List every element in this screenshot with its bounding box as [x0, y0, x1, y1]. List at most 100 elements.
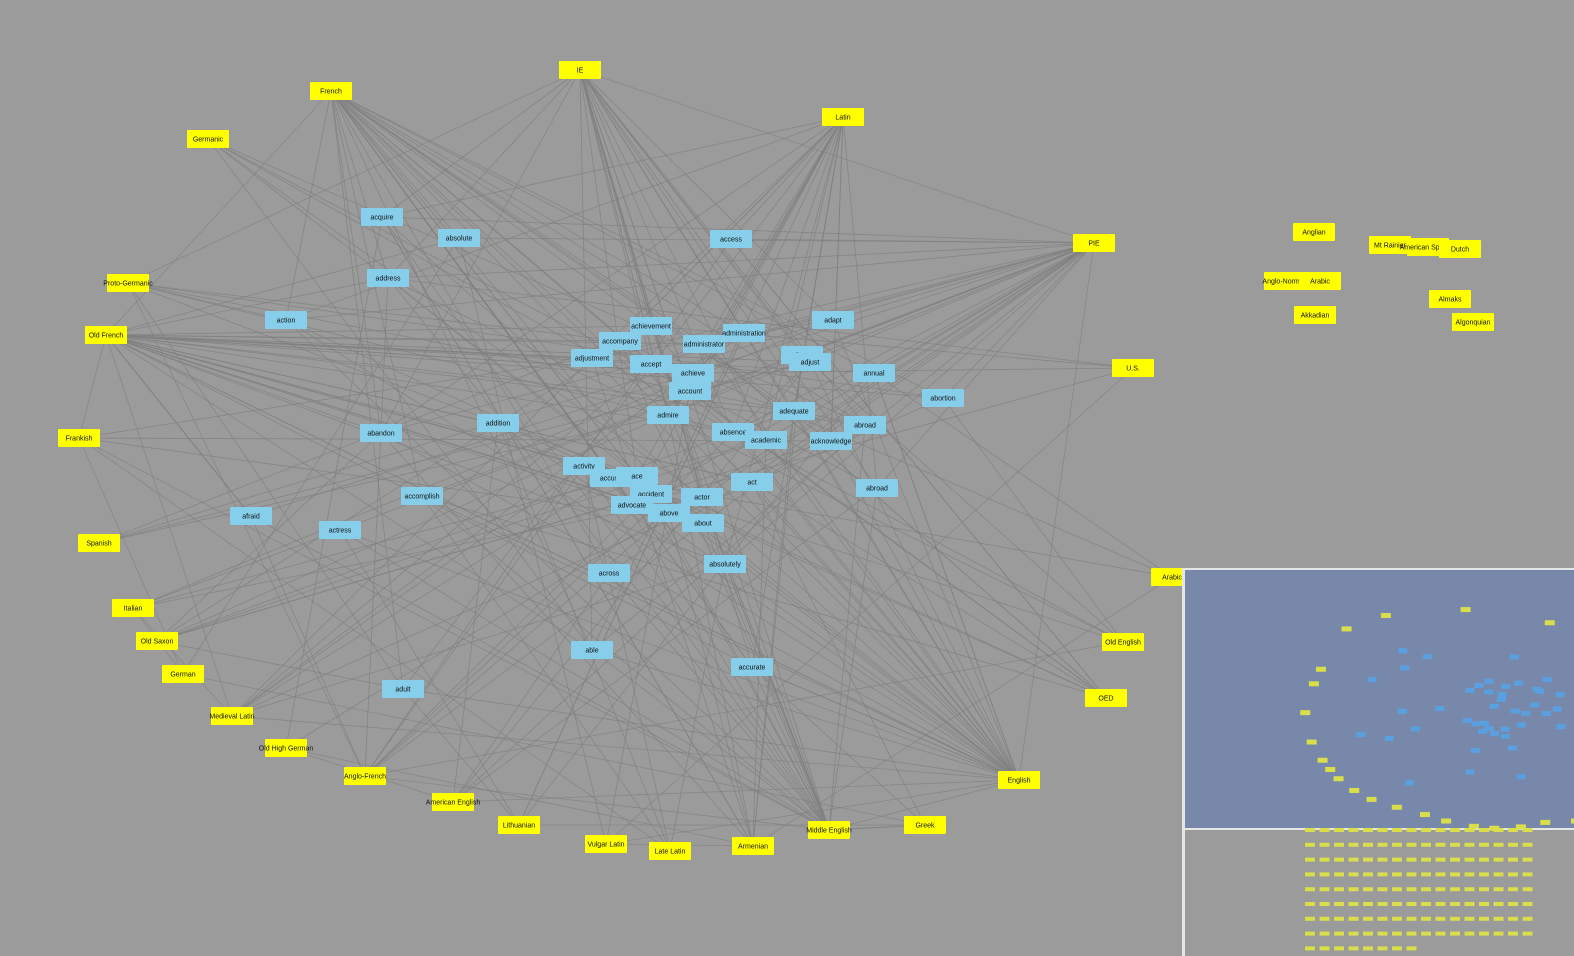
word-node-academic[interactable]: academic — [745, 431, 787, 449]
language-node-proto-germanic[interactable]: Proto-Germanic — [103, 274, 153, 292]
word-node-actor[interactable]: actor — [681, 488, 723, 506]
word-node-acknowledge[interactable]: acknowledge — [810, 432, 852, 450]
word-node-achieve[interactable]: achieve — [672, 364, 714, 382]
language-node-label: Middle English — [806, 828, 852, 835]
graph-edge — [828, 779, 1020, 831]
language-node-akkadian[interactable]: Akkadian — [1294, 306, 1336, 324]
language-node-old-saxon[interactable]: Old Saxon — [136, 632, 178, 650]
language-node-medieval-latin[interactable]: Medieval Latin — [209, 707, 255, 725]
word-node-address[interactable]: address — [367, 269, 409, 287]
language-node-almaks[interactable]: Almaks — [1429, 290, 1471, 308]
word-node-admire[interactable]: admire — [647, 406, 689, 424]
word-node-absence[interactable]: absence — [712, 423, 754, 441]
word-node-annual[interactable]: annual — [853, 364, 895, 382]
word-node-across[interactable]: across — [588, 564, 630, 582]
language-node-german[interactable]: German — [162, 665, 204, 683]
word-node-adjustment[interactable]: adjustment — [571, 349, 613, 367]
word-node-box — [669, 382, 711, 400]
word-node-accurate[interactable]: accurate — [731, 658, 773, 676]
word-node-abroad[interactable]: abroad — [856, 479, 898, 497]
word-node-accompany[interactable]: accompany — [599, 332, 641, 350]
word-node-action[interactable]: action — [265, 311, 307, 329]
word-node-afraid[interactable]: afraid — [230, 507, 272, 525]
word-node-able[interactable]: able — [571, 641, 613, 659]
language-node-ie[interactable]: IE — [559, 61, 601, 79]
graph-edge — [105, 237, 460, 336]
minimap-grid-node — [1522, 872, 1533, 877]
language-node-arabic[interactable]: Arabic — [1299, 272, 1341, 290]
word-node-access[interactable]: access — [710, 230, 752, 248]
word-node-adequate[interactable]: adequate — [773, 402, 815, 420]
language-node-box — [1452, 313, 1494, 331]
language-node-u-s[interactable]: U.S. — [1112, 359, 1154, 377]
word-node-advocate[interactable]: advocate — [611, 496, 653, 514]
graph-edge — [752, 576, 1173, 847]
language-node-english[interactable]: English — [998, 771, 1040, 789]
language-node-old-french[interactable]: Old French — [85, 326, 127, 344]
language-node-lithuanian[interactable]: Lithuanian — [498, 816, 540, 834]
language-node-italian[interactable]: Italian — [112, 599, 154, 617]
minimap-grid-node — [1493, 842, 1504, 847]
word-node-administrator[interactable]: administrator — [683, 335, 725, 353]
word-node-accept[interactable]: accept — [630, 355, 672, 373]
language-node-label: U.S. — [1126, 366, 1140, 373]
word-node-adult[interactable]: adult — [382, 680, 424, 698]
language-node-greek[interactable]: Greek — [904, 816, 946, 834]
graph-edge — [830, 440, 1020, 781]
language-node-old-english[interactable]: Old English — [1102, 633, 1144, 651]
word-node-absolute[interactable]: absolute — [438, 229, 480, 247]
overview-viewport-rect[interactable] — [1185, 570, 1574, 830]
language-node-armenian[interactable]: Armenian — [732, 837, 774, 855]
word-node-above[interactable]: above — [648, 504, 690, 522]
word-node-adapt[interactable]: adapt — [812, 311, 854, 329]
language-node-american-english[interactable]: American English — [426, 793, 481, 811]
language-node-vulgar-latin[interactable]: Vulgar Latin — [585, 835, 627, 853]
word-node-act[interactable]: act — [731, 473, 773, 491]
language-node-anglian[interactable]: Anglian — [1293, 223, 1335, 241]
language-node-french[interactable]: French — [310, 82, 352, 100]
overview-panel[interactable] — [1182, 568, 1574, 956]
word-node-absolutely[interactable]: absolutely — [704, 555, 746, 573]
language-node-box — [432, 793, 474, 811]
word-node-label: abroad — [866, 486, 888, 493]
minimap-grid-node — [1348, 916, 1359, 921]
word-node-box — [265, 311, 307, 329]
language-node-germanic[interactable]: Germanic — [187, 130, 229, 148]
word-node-abroad[interactable]: abroad — [844, 416, 886, 434]
word-node-abandon[interactable]: abandon — [360, 424, 402, 442]
graph-edge — [591, 649, 830, 831]
minimap-word-node — [1521, 710, 1531, 716]
language-node-spanish[interactable]: Spanish — [78, 534, 120, 552]
word-node-acquire[interactable]: acquire — [361, 208, 403, 226]
minimap-grid-node — [1392, 872, 1402, 877]
minimap-grid-node — [1522, 842, 1533, 847]
minimap-word-node — [1384, 735, 1394, 741]
language-node-american-spanish[interactable]: American Spanish — [1400, 238, 1457, 256]
word-node-addition[interactable]: addition — [477, 414, 519, 432]
language-node-mt-rainier[interactable]: Mt Rainier — [1369, 236, 1411, 254]
language-node-old-high-german[interactable]: Old High German — [259, 739, 314, 757]
word-node-achievement[interactable]: achievement — [630, 317, 672, 335]
minimap-grid-node — [1363, 872, 1373, 877]
language-node-anglo-french[interactable]: Anglo-French — [344, 767, 386, 785]
language-node-frankish[interactable]: Frankish — [58, 429, 100, 447]
language-node-late-latin[interactable]: Late Latin — [649, 842, 691, 860]
language-node-pie[interactable]: PIE — [1073, 234, 1115, 252]
language-node-middle-english[interactable]: Middle English — [806, 821, 852, 839]
language-node-algonquian[interactable]: Algonquian — [1452, 313, 1494, 331]
word-node-actress[interactable]: actress — [319, 521, 361, 539]
word-node-abortion[interactable]: abortion — [922, 389, 964, 407]
language-node-dutch[interactable]: Dutch — [1439, 240, 1481, 258]
word-node-account[interactable]: account — [669, 382, 711, 400]
word-node-administration[interactable]: administration — [722, 324, 766, 342]
language-node-anglo-norman[interactable]: Anglo-Norman — [1262, 272, 1308, 290]
word-node-ace[interactable]: ace — [616, 467, 658, 485]
word-node-accomplish[interactable]: accomplish — [401, 487, 443, 505]
minimap-grid-node — [1421, 842, 1431, 847]
language-node-latin[interactable]: Latin — [822, 108, 864, 126]
word-node-adjust[interactable]: adjust — [789, 353, 831, 371]
word-node-about[interactable]: about — [682, 514, 724, 532]
word-node-box — [731, 473, 773, 491]
language-node-oed[interactable]: OED — [1085, 689, 1127, 707]
